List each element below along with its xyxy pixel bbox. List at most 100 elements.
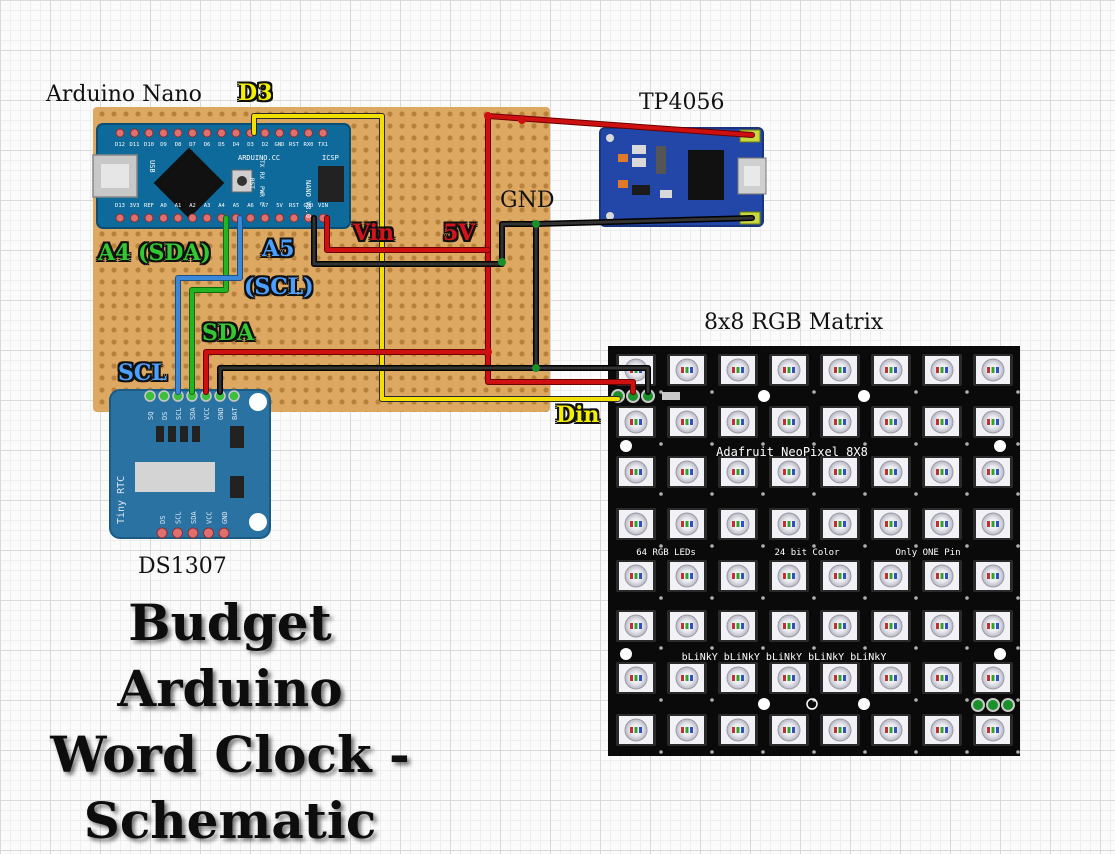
matrix-led bbox=[616, 610, 663, 650]
matrix-led bbox=[973, 508, 1020, 548]
matrix-led bbox=[667, 406, 714, 446]
a4-sda-label: A4 (SDA) bbox=[98, 240, 211, 266]
matrix-led bbox=[769, 456, 816, 496]
nano-pin-ref bbox=[144, 213, 154, 223]
rtc-silk-label: VCC bbox=[203, 407, 211, 420]
nano-pin-d10 bbox=[144, 128, 154, 138]
nano-silk-label: REF bbox=[144, 203, 154, 209]
matrix-led bbox=[616, 508, 663, 548]
svg-text:PWR: PWR bbox=[258, 186, 265, 197]
nano-pin-a7 bbox=[260, 213, 270, 223]
icsp-header bbox=[318, 166, 344, 202]
nano-pin-d13 bbox=[115, 213, 125, 223]
matrix-led bbox=[871, 456, 918, 496]
nano-silk-label: D7 bbox=[189, 142, 196, 148]
nano-silk-label: D9 bbox=[160, 142, 167, 148]
matrix-led bbox=[871, 560, 918, 600]
scl-paren-label: (SCL) bbox=[244, 274, 314, 300]
matrix-led bbox=[667, 662, 714, 702]
nano-pin-d2 bbox=[260, 128, 270, 138]
nano-pin-d4 bbox=[231, 128, 241, 138]
nano-silk-label: RST bbox=[289, 142, 300, 148]
matrix-blinky-text: bLiNkY bLiNkY bLiNkY bLiNkY bLiNkY bbox=[682, 652, 887, 663]
nano-silk-label: D6 bbox=[204, 142, 211, 148]
matrix-led bbox=[973, 714, 1020, 754]
matrix-led bbox=[718, 456, 765, 496]
matrix-led bbox=[718, 662, 765, 702]
nano-silk-label: 3V3 bbox=[130, 203, 140, 209]
nano-pin-d5 bbox=[217, 128, 226, 138]
nano-pin-d12 bbox=[115, 128, 125, 138]
nano-silk-label: TX1 bbox=[318, 142, 328, 148]
svg-text:L: L bbox=[258, 202, 265, 206]
rtc-board-name: Tiny RTC bbox=[116, 476, 127, 524]
matrix-led bbox=[667, 456, 714, 496]
matrix-led bbox=[973, 610, 1020, 650]
matrix-led bbox=[922, 662, 969, 702]
nano-silk-label: VIN bbox=[318, 203, 328, 209]
arduino-nano-label: Arduino Nano bbox=[46, 82, 202, 107]
matrix-led bbox=[820, 354, 867, 394]
matrix-led bbox=[820, 560, 867, 600]
matrix-led bbox=[718, 508, 765, 548]
matrix-led bbox=[973, 560, 1020, 600]
rtc-pin-sq bbox=[144, 390, 156, 402]
matrix-led bbox=[616, 560, 663, 600]
matrix-led bbox=[871, 714, 918, 754]
din-label: Din bbox=[556, 402, 600, 428]
matrix-led bbox=[718, 560, 765, 600]
nano-pin-a0 bbox=[159, 213, 168, 223]
rtc-silk-label: GND bbox=[217, 407, 225, 420]
matrix-led bbox=[769, 714, 816, 754]
reset-button bbox=[237, 176, 247, 186]
matrix-led bbox=[871, 610, 918, 650]
svg-text:TX: TX bbox=[258, 160, 265, 168]
page-title: Budget Arduino Word Clock - Schematic bbox=[10, 590, 450, 854]
mount-hole bbox=[249, 513, 267, 531]
matrix-led bbox=[718, 354, 765, 394]
nano-pin-tx1 bbox=[318, 128, 328, 138]
rtc-silk-label: DS bbox=[161, 412, 169, 420]
neopixel-matrix-board: Adafruit NeoPixel 8X8 64 RGB LEDs 24 bit… bbox=[608, 346, 1020, 756]
5v-label: 5V bbox=[443, 220, 476, 246]
nano-silk-label: RX0 bbox=[304, 142, 314, 148]
matrix-led bbox=[820, 662, 867, 702]
matrix-led bbox=[820, 714, 867, 754]
nano-pin-d9 bbox=[159, 128, 168, 138]
nano-pin-5v bbox=[275, 213, 284, 223]
nano-pin-a3 bbox=[202, 213, 212, 223]
nano-silk-label: D10 bbox=[144, 142, 154, 148]
matrix-led bbox=[871, 406, 918, 446]
nano-silk-label: D2 bbox=[262, 142, 269, 148]
matrix-led bbox=[922, 508, 969, 548]
nano-pin-a1 bbox=[173, 213, 183, 223]
nano-silk-label: A5 bbox=[233, 203, 240, 209]
tp4056-board bbox=[599, 127, 767, 227]
nano-silk-label: A7 bbox=[262, 203, 269, 209]
matrix-led bbox=[871, 508, 918, 548]
a5-label: A5 bbox=[262, 236, 295, 262]
nano-pin-a6 bbox=[246, 213, 255, 223]
nano-silk-label: D8 bbox=[175, 142, 182, 148]
nano-silk-label: GND bbox=[275, 142, 285, 148]
matrix-label: 8x8 RGB Matrix bbox=[704, 310, 884, 335]
matrix-text-pin: Only ONE Pin bbox=[895, 548, 960, 558]
nano-pin-rst bbox=[289, 128, 299, 138]
rtc-pin-ds bbox=[158, 390, 170, 402]
nano-pin-rx0 bbox=[304, 128, 313, 138]
title-line-3: Schematic bbox=[83, 791, 377, 850]
nano-silk-label: 5V bbox=[276, 203, 283, 209]
wires bbox=[175, 112, 755, 402]
nano-silk-label: RST bbox=[289, 203, 300, 209]
nano-brand-text: ARDUINO.CC bbox=[238, 154, 280, 162]
matrix-text-leds: 64 RGB LEDs bbox=[636, 548, 696, 558]
scl-label: SCL bbox=[118, 360, 167, 386]
matrix-led bbox=[616, 662, 663, 702]
nano-silk-label: D4 bbox=[233, 142, 240, 148]
rtc-silk-label: GND bbox=[221, 511, 229, 524]
nano-silk-label: A2 bbox=[189, 203, 196, 209]
charger-chip bbox=[688, 150, 724, 200]
